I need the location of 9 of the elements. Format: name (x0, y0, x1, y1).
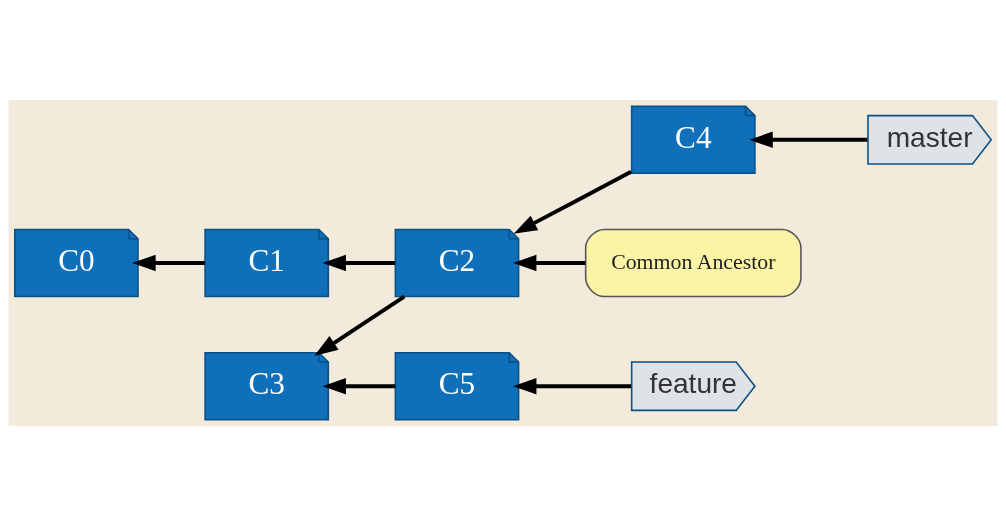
arrow (322, 254, 396, 272)
node-box: Common Ancestor (584, 228, 802, 298)
arrow (314, 295, 406, 356)
arrow (513, 170, 632, 234)
arrow (749, 131, 868, 148)
arrow (513, 378, 632, 395)
arrow (322, 378, 396, 395)
arrow (512, 254, 586, 272)
arrow (132, 254, 205, 272)
